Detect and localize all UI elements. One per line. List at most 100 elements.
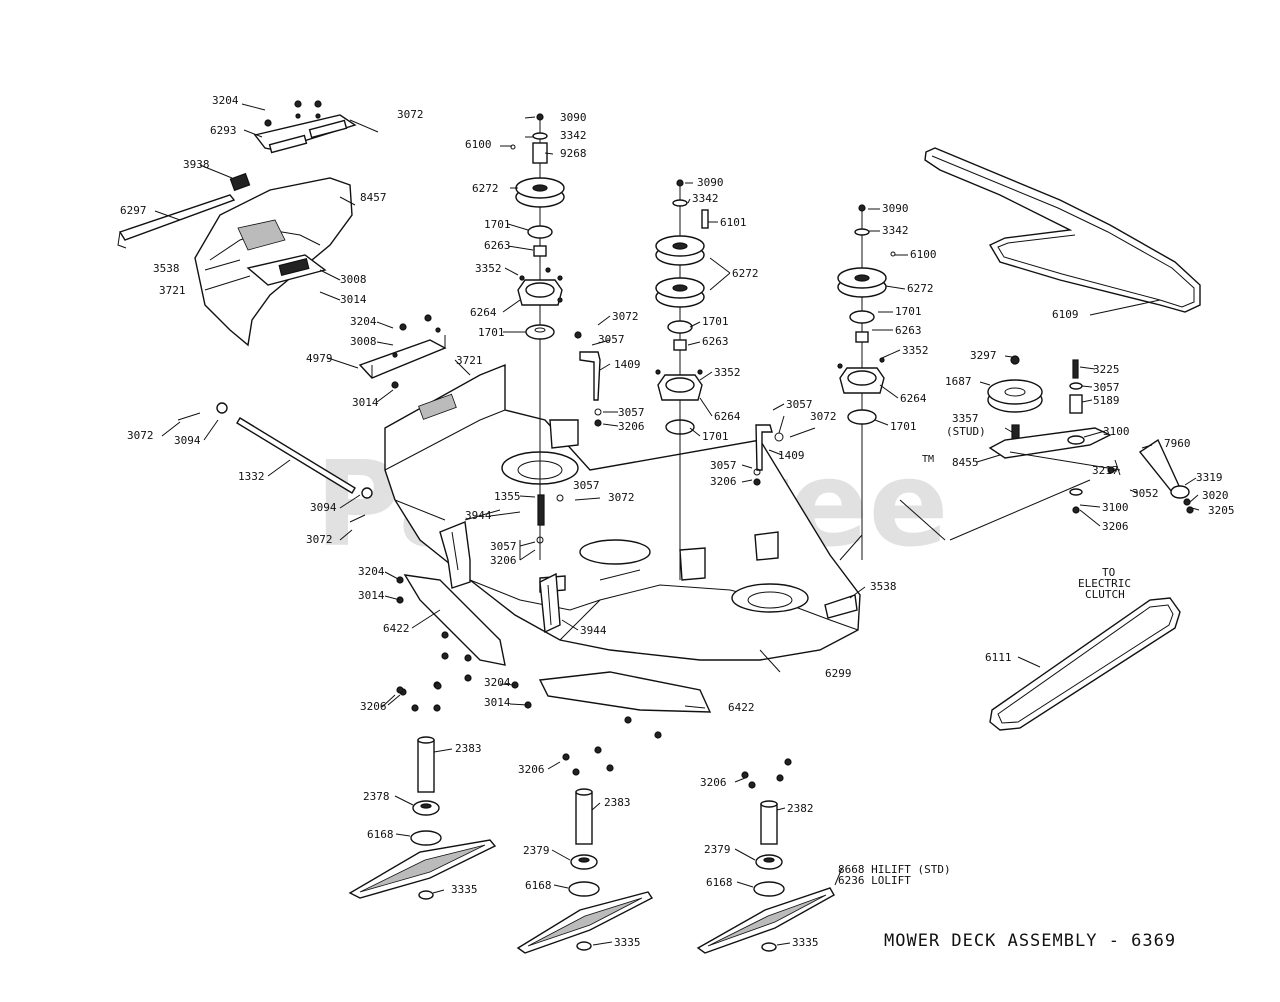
- blade-right: [696, 758, 835, 954]
- label-6272: 6272: [472, 182, 499, 195]
- label-3352-c: 3352: [902, 344, 929, 357]
- belt-6111: [989, 597, 1181, 731]
- belt-6109: [924, 147, 1201, 313]
- label-2379: 2379: [523, 844, 550, 857]
- label-3014-c: 3014: [358, 589, 385, 602]
- label-3100-b: 3100: [1102, 501, 1129, 514]
- label-1687: 1687: [945, 375, 972, 388]
- label-3335-b: 3335: [614, 936, 641, 949]
- spindle-left: [510, 113, 565, 560]
- blade-variant-lolift: 6236 LOLIFT: [838, 874, 911, 887]
- label-5189: 5189: [1093, 394, 1120, 407]
- label-2382: 2382: [787, 802, 814, 815]
- leader-lines: [154, 103, 1200, 946]
- label-6264-c: 6264: [900, 392, 927, 405]
- label-9268: 9268: [560, 147, 587, 160]
- label-6263-b: 6263: [702, 335, 729, 348]
- label-3352-b: 3352: [714, 366, 741, 379]
- label-6299: 6299: [825, 667, 852, 680]
- label-3352: 3352: [475, 262, 502, 275]
- label-3538: 3538: [153, 262, 180, 275]
- label-3297: 3297: [970, 349, 997, 362]
- label-3014-d: 3014: [484, 696, 511, 709]
- label-3204-c: 3204: [358, 565, 385, 578]
- label-3335-c: 3335: [792, 936, 819, 949]
- rod-1332: [177, 402, 373, 523]
- label-3057-b: 3057: [618, 406, 645, 419]
- label-6272-c: 6272: [907, 282, 934, 295]
- label-3072-c: 3072: [306, 533, 333, 546]
- label-8457: 8457: [360, 191, 387, 204]
- label-4979: 4979: [306, 352, 333, 365]
- belt-guard: [194, 177, 353, 347]
- spindle-middle: [655, 179, 709, 435]
- label-6100: 6100: [465, 138, 492, 151]
- label-6264-b: 6264: [714, 410, 741, 423]
- label-3057: 3057: [598, 333, 625, 346]
- label-3721-b: 3721: [456, 354, 483, 367]
- label-3072-b: 3072: [127, 429, 154, 442]
- label-3090-b: 3090: [697, 176, 724, 189]
- label-3342: 3342: [560, 129, 587, 142]
- label-3090-c: 3090: [882, 202, 909, 215]
- label-3072-d: 3072: [612, 310, 639, 323]
- label-1701-c: 1701: [702, 315, 729, 328]
- label-1409: 1409: [614, 358, 641, 371]
- label-3205: 3205: [1208, 504, 1235, 517]
- label-1355: 1355: [494, 490, 521, 503]
- spindle-right: [837, 204, 896, 560]
- label-3057-d: 3057: [490, 540, 517, 553]
- blade-left: [348, 682, 497, 900]
- lift-bracket-3944: [439, 509, 561, 634]
- label-3094: 3094: [174, 434, 201, 447]
- label-3206-d: 3206: [710, 475, 737, 488]
- clutch-note-line2: ELECTRIC: [1078, 577, 1131, 590]
- spring-and-rod: [117, 172, 251, 249]
- label-3206-f: 3206: [518, 763, 545, 776]
- label-7960: 7960: [1164, 437, 1191, 450]
- label-6101: 6101: [720, 216, 747, 229]
- idler-assembly: [987, 355, 1194, 514]
- label-3014: 3014: [340, 293, 367, 306]
- blade-middle: [516, 746, 654, 954]
- label-1701-f: 1701: [890, 420, 917, 433]
- label-6422-b: 6422: [728, 701, 755, 714]
- label-6168-b: 6168: [525, 879, 552, 892]
- label-3014-b: 3014: [352, 396, 379, 409]
- label-3100: 3100: [1103, 425, 1130, 438]
- label-3090: 3090: [560, 111, 587, 124]
- label-3938: 3938: [183, 158, 210, 171]
- label-1701: 1701: [484, 218, 511, 231]
- watermark-trademark: TM: [922, 454, 934, 465]
- label-3008-b: 3008: [350, 335, 377, 348]
- label-3342-c: 3342: [882, 224, 909, 237]
- label-8455: 8455: [952, 456, 979, 469]
- label-1332: 1332: [238, 470, 265, 483]
- label-1701-d: 1701: [702, 430, 729, 443]
- stud-1409: [536, 331, 816, 544]
- label-2379-c: 2379: [704, 843, 731, 856]
- label-6263-c: 6263: [895, 324, 922, 337]
- label-6272-b: 6272: [732, 267, 759, 280]
- label-3342-b: 3342: [692, 192, 719, 205]
- diagram-title: MOWER DECK ASSEMBLY - 6369: [884, 931, 1176, 951]
- label-3357: 3357: [952, 412, 979, 425]
- label-6263: 6263: [484, 239, 511, 252]
- label-3072-e: 3072: [608, 491, 635, 504]
- label-2378: 2378: [363, 790, 390, 803]
- label-3057-f: 3057: [710, 459, 737, 472]
- label-3094-b: 3094: [310, 501, 337, 514]
- label-3052: 3052: [1132, 487, 1159, 500]
- label-3206-b: 3206: [618, 420, 645, 433]
- label-3944-b: 3944: [580, 624, 607, 637]
- label-3538-b: 3538: [870, 580, 897, 593]
- label-1701-e: 1701: [895, 305, 922, 318]
- label-1701-b: 1701: [478, 326, 505, 339]
- label-3721: 3721: [159, 284, 186, 297]
- label-3225: 3225: [1093, 363, 1120, 376]
- label-6168: 6168: [367, 828, 394, 841]
- label-2383: 2383: [455, 742, 482, 755]
- label-3072: 3072: [397, 108, 424, 121]
- label-stud: (STUD): [946, 425, 986, 438]
